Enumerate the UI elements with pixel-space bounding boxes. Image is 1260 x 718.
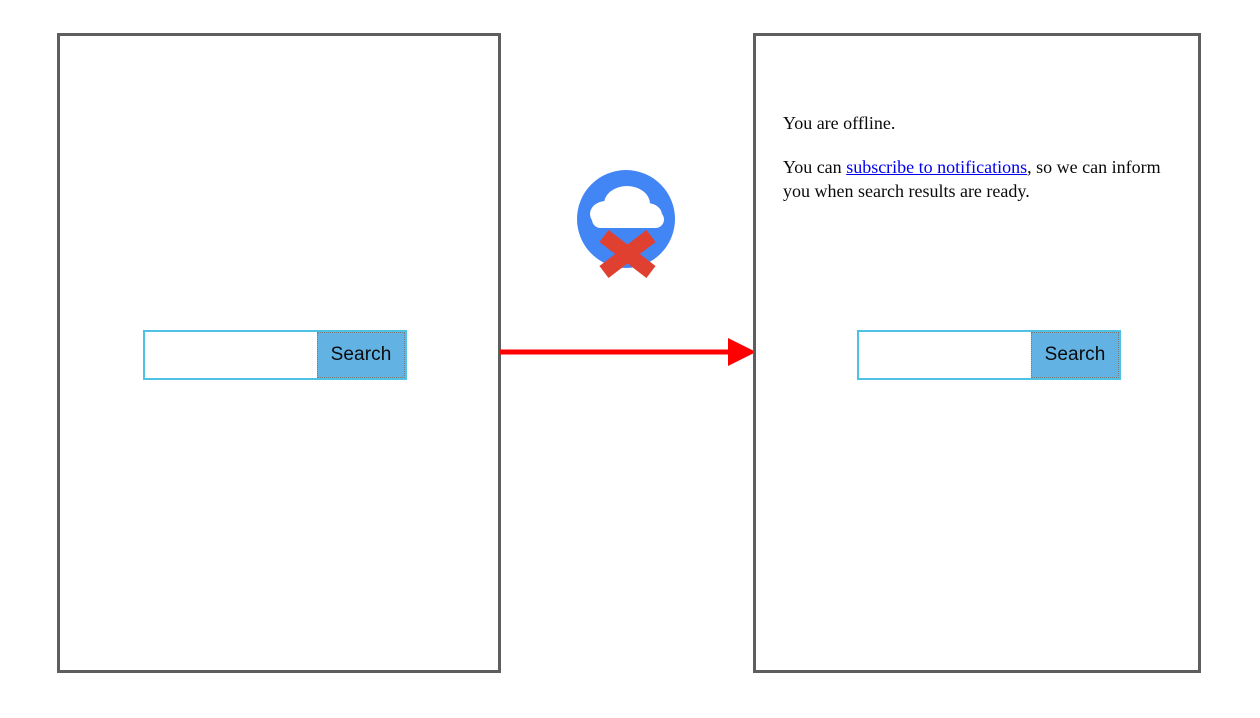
offline-subscribe-prefix: You can <box>783 157 847 177</box>
search-input[interactable] <box>859 332 1031 378</box>
subscribe-to-notifications-link[interactable]: subscribe to notifications <box>846 157 1028 177</box>
search-widget-after: Search <box>857 330 1121 380</box>
panel-after: You are offline. You can subscribe to no… <box>753 33 1201 673</box>
offline-subscribe-suffix: , so we can inform you when search resul… <box>783 157 1161 201</box>
offline-subscribe-text: You can subscribe to notifications, so w… <box>783 155 1183 203</box>
search-button[interactable]: Search <box>1031 332 1119 378</box>
cloud-offline-icon <box>575 166 681 278</box>
offline-message-block: You are offline. You can subscribe to no… <box>783 111 1183 203</box>
panel-before: Search <box>57 33 501 673</box>
search-widget-before: Search <box>143 330 407 380</box>
transition-arrow <box>500 330 756 374</box>
search-input[interactable] <box>145 332 317 378</box>
search-button[interactable]: Search <box>317 332 405 378</box>
offline-status-text: You are offline. <box>783 113 896 133</box>
